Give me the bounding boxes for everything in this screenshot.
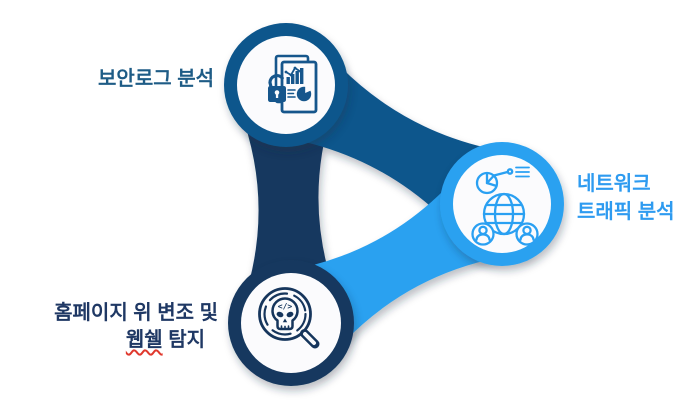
- label-webshell-line2-rest: 탐지: [162, 329, 205, 351]
- magnifier-handle-glyph: [300, 329, 320, 349]
- label-network-line2: 트래픽 분석: [577, 201, 675, 223]
- code-glyph: </>: [278, 302, 293, 311]
- network-globe-users-icon: [471, 166, 539, 246]
- connector-legend-glyph: [492, 166, 530, 178]
- trend-line-glyph: [285, 67, 302, 76]
- text-lines-glyph: [287, 89, 296, 98]
- misspelled-word: 웹쉘: [125, 329, 163, 351]
- label-security-log-analysis: 보안로그 분석: [98, 68, 214, 90]
- node-security-log: [224, 23, 348, 147]
- label-webshell-line1: 홈페이지 위 변조 및: [54, 302, 218, 324]
- user-badge-left-glyph: [471, 222, 495, 246]
- skull-glyph: </>: [271, 297, 299, 331]
- bar-chart-glyph: [286, 68, 304, 84]
- pie-chart-glyph: [475, 171, 499, 195]
- label-webshell-line2: 웹쉘 탐지: [30, 327, 205, 354]
- label-network-traffic-analysis: 네트워크 트래픽 분석: [577, 170, 699, 226]
- node-webshell-detection: </>: [228, 260, 354, 386]
- label-webshell-detection: 홈페이지 위 변조 및 웹쉘 탐지: [30, 300, 218, 354]
- globe-glyph: [482, 192, 526, 236]
- security-report-lock-icon: [268, 54, 318, 114]
- segmented-ring-glyph: [263, 292, 307, 336]
- node-network-traffic: [440, 142, 564, 266]
- open-padlock-glyph: [268, 74, 286, 102]
- pie-chart-glyph: [296, 85, 312, 102]
- nodes: </>: [224, 23, 564, 386]
- label-network-line1: 네트워크: [577, 173, 651, 195]
- skull-magnifier-icon: </>: [258, 287, 320, 349]
- user-badge-right-glyph: [515, 222, 539, 246]
